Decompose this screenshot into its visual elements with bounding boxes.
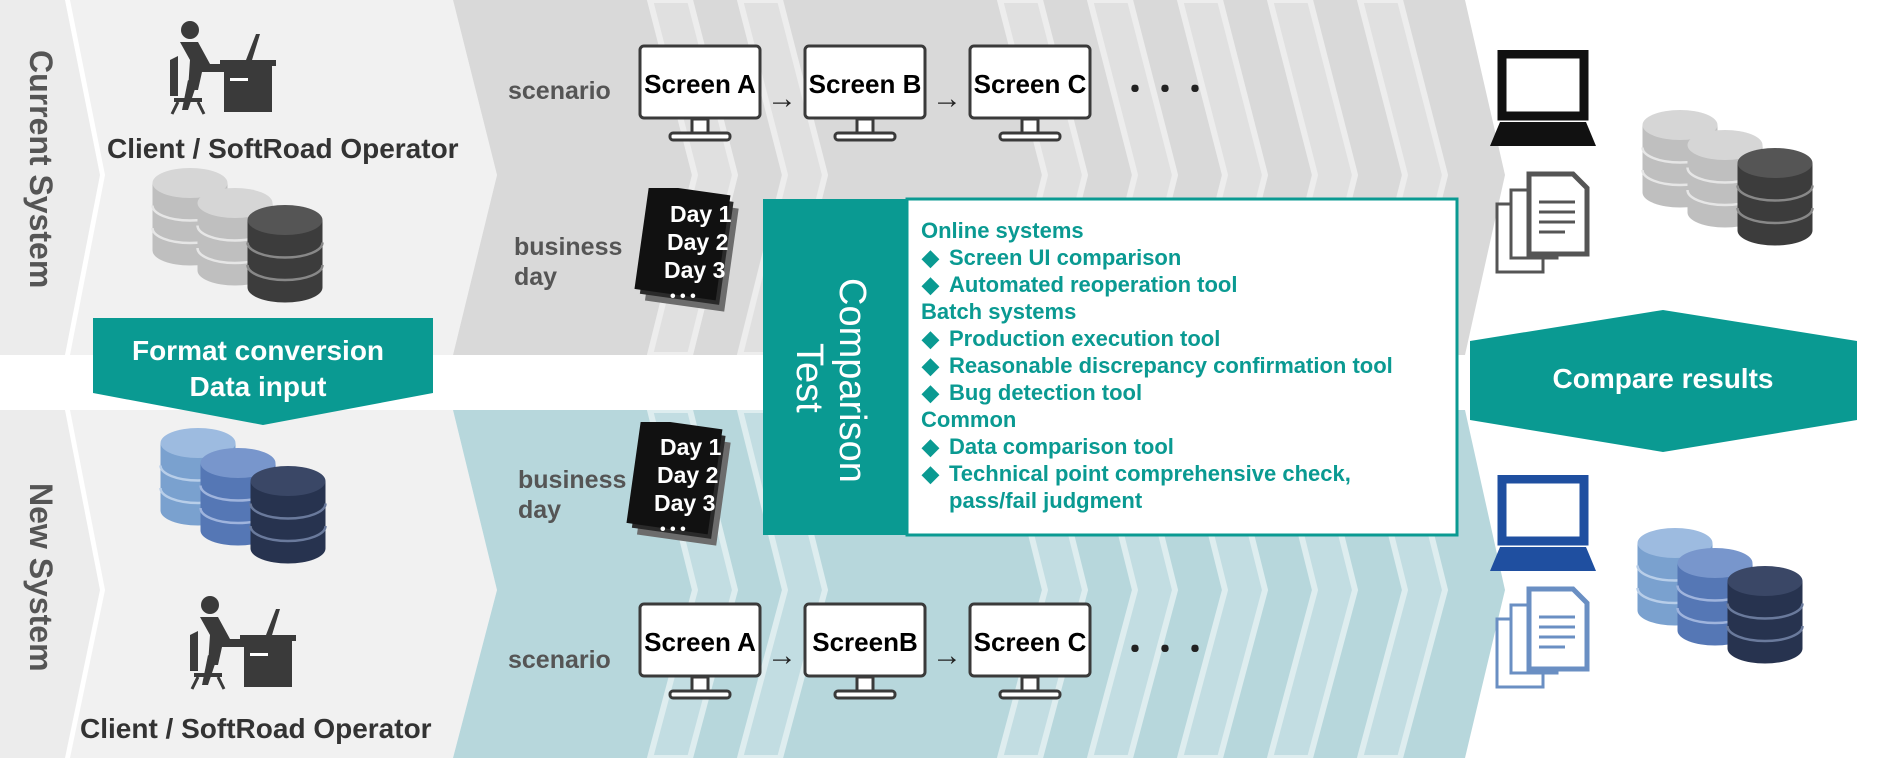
new-screen-c: Screen C — [968, 602, 1092, 700]
list-item: Screen UI comparison — [949, 245, 1181, 270]
new-operator-label: Client / SoftRoad Operator — [80, 713, 432, 744]
current-business-label-1: business — [514, 233, 622, 261]
arrow-icon: → — [767, 639, 797, 672]
day-label: Day 1 — [660, 434, 722, 460]
section-heading: Batch systems — [921, 299, 1076, 324]
format-conversion-line1: Format conversion — [132, 335, 384, 366]
screen-label: Screen A — [644, 627, 756, 657]
current-system-title: Current System — [23, 50, 59, 288]
screen-label: Screen A — [644, 69, 756, 99]
day-label: Day 2 — [667, 229, 728, 255]
current-results-database-icon — [1641, 110, 1814, 247]
list-item: Automated reoperation tool — [949, 272, 1237, 297]
new-scenario-label: scenario — [508, 646, 611, 674]
new-business-label-1: business — [518, 466, 626, 494]
screen-label: Screen C — [974, 69, 1087, 99]
bullet-icon: ◆ — [921, 245, 940, 270]
list-item: Reasonable discrepancy confirmation tool — [949, 353, 1393, 378]
bullet-icon: ◆ — [921, 353, 940, 378]
current-screen-c: Screen C — [968, 44, 1092, 142]
format-conversion-line2: Data input — [190, 371, 327, 402]
dots-label: • • • — [670, 288, 696, 305]
documents-icon — [1497, 589, 1587, 687]
screen-label: ScreenB — [812, 627, 918, 657]
comparison-test-title-line2: Test — [788, 343, 830, 413]
arrow-icon: → — [767, 82, 797, 115]
list-item: Production execution tool — [949, 326, 1220, 351]
current-operator-label: Client / SoftRoad Operator — [107, 133, 459, 164]
day-label: Day 3 — [654, 490, 715, 516]
list-item: Technical point comprehensive check, — [949, 461, 1351, 486]
comparison-test-title-line1: Comparison — [831, 278, 873, 483]
laptop-icon — [1490, 54, 1596, 146]
current-screen-a: Screen A — [638, 44, 762, 142]
laptop-icon — [1490, 479, 1596, 571]
bullet-icon: ◆ — [921, 326, 940, 351]
day-label: Day 1 — [670, 201, 732, 227]
list-item: Data comparison tool — [949, 434, 1174, 459]
compare-results-arrow: Compare results — [1470, 310, 1857, 452]
arrow-icon: → — [932, 639, 962, 672]
new-screen-b: ScreenB — [803, 602, 927, 700]
bullet-icon: ◆ — [921, 380, 940, 405]
current-calendar-icon: Day 1 Day 2 Day 3 • • • — [633, 188, 741, 312]
current-business-label-2: day — [514, 263, 557, 291]
new-scenario-ellipsis: ・・・ — [1120, 634, 1210, 667]
screen-label: Screen B — [809, 69, 922, 99]
current-scenario-label: scenario — [508, 77, 611, 105]
bullet-icon: ◆ — [921, 434, 940, 459]
new-system-title: New System — [23, 483, 59, 672]
day-label: Day 3 — [664, 257, 725, 283]
dots-label: • • • — [660, 521, 686, 538]
list-item: Bug detection tool — [949, 380, 1142, 405]
arrow-icon: → — [932, 82, 962, 115]
bullet-icon: ◆ — [921, 461, 940, 486]
new-screen-a: Screen A — [638, 602, 762, 700]
list-item: pass/fail judgment — [949, 488, 1143, 513]
new-calendar-icon: Day 1 Day 2 Day 3 • • • — [625, 422, 733, 546]
bullet-icon: ◆ — [921, 272, 940, 297]
section-heading: Common — [921, 407, 1016, 432]
screen-label: Screen C — [974, 627, 1087, 657]
new-results-database-icon — [1636, 528, 1804, 665]
current-scenario-ellipsis: ・・・ — [1120, 74, 1210, 107]
current-screen-b: Screen B — [803, 44, 927, 142]
comparison-test-panel: Comparison Test Online systems ◆ Screen … — [763, 197, 1459, 537]
day-label: Day 2 — [657, 462, 718, 488]
section-heading: Online systems — [921, 218, 1084, 243]
compare-results-label: Compare results — [1553, 363, 1774, 394]
documents-icon — [1497, 174, 1587, 272]
format-conversion-arrow: Format conversion Data input — [93, 318, 433, 425]
new-business-label-2: day — [518, 496, 561, 524]
